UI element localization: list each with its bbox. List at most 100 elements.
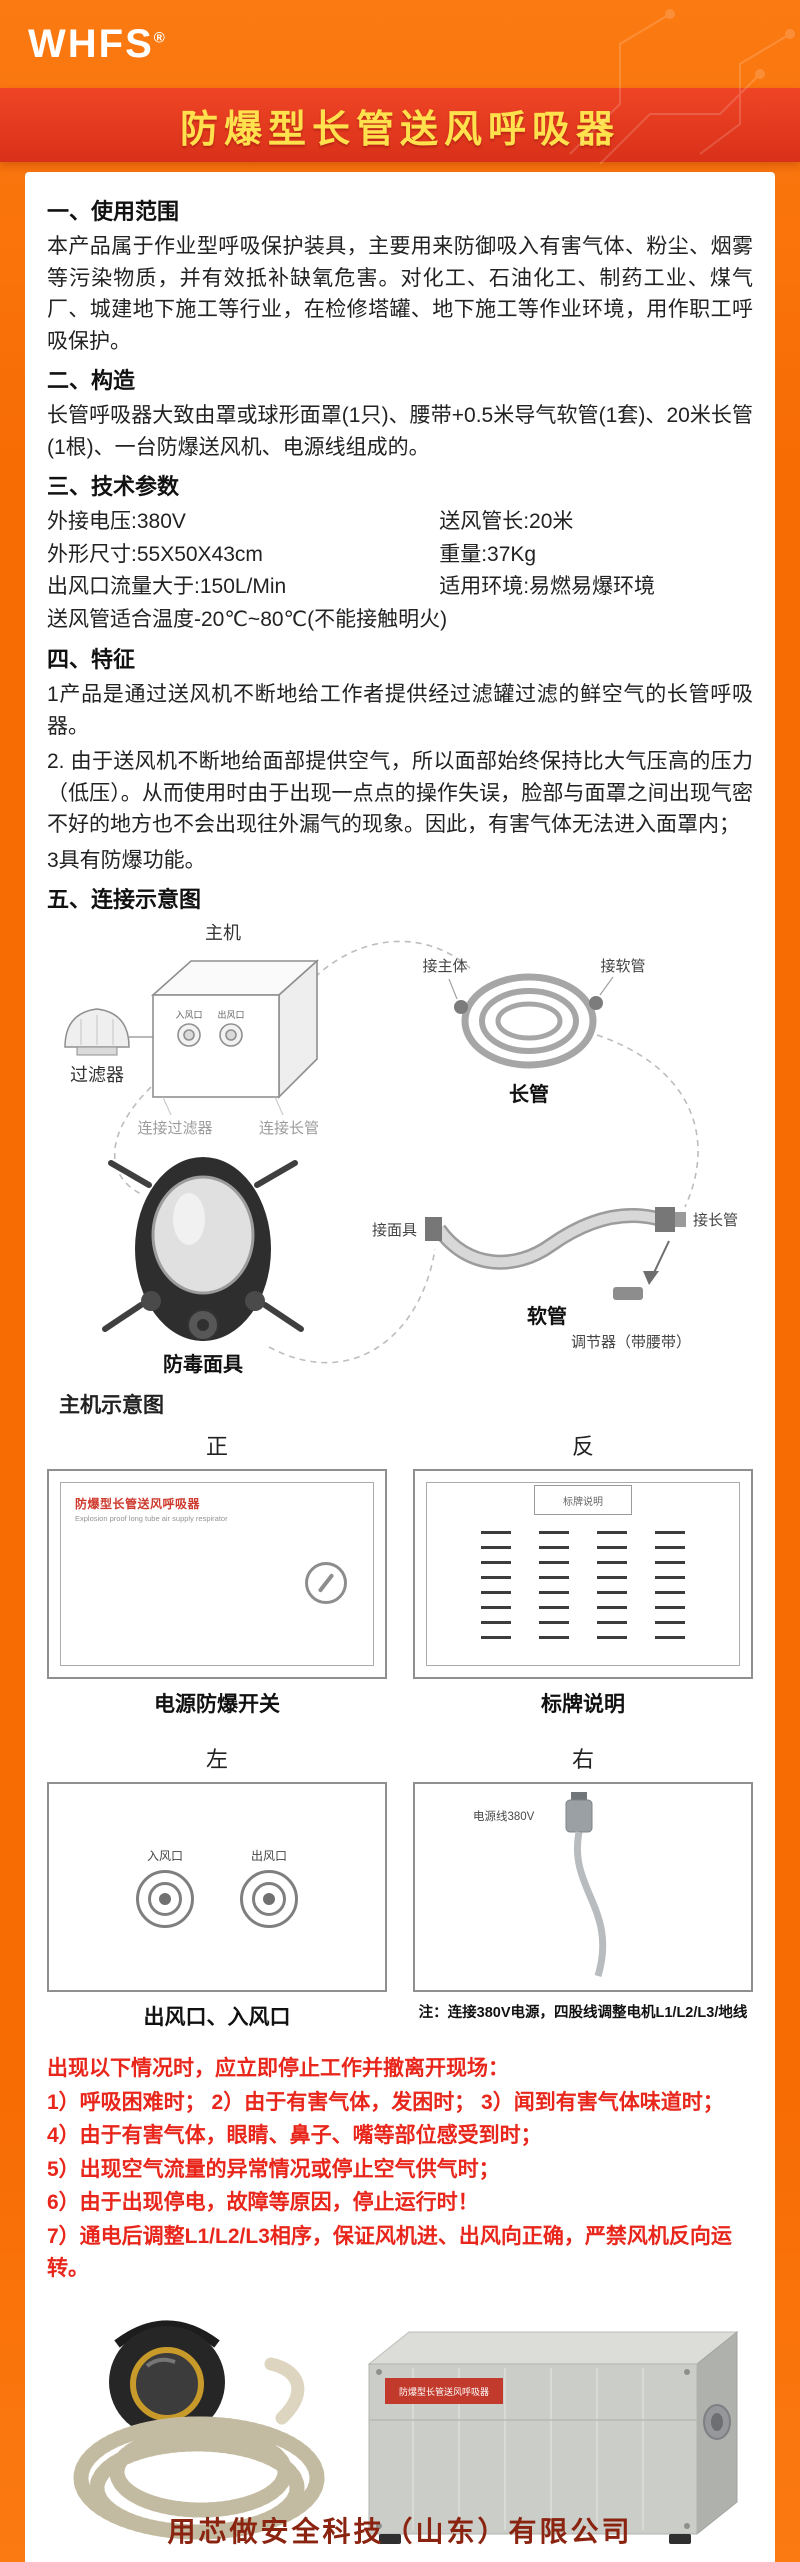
footer: 用芯做安全科技（山东）有限公司 bbox=[0, 2498, 800, 2562]
to-main-body-label: 接主体 bbox=[422, 958, 467, 975]
left-view: 左 入风口 出风口 出风口、入风口 bbox=[47, 1742, 387, 2031]
section-connection-heading: 五、连接示意图 bbox=[47, 887, 202, 913]
right-caption: 注：连接380V电源，四股线调整电机L1/L2/L3/地线 bbox=[418, 2005, 748, 2022]
section-structure-body: 长管呼吸器大致由罩或球形面罩(1只)、腰带+0.5米导气软管(1套)、20米长管… bbox=[47, 404, 753, 459]
unit-diagram-heading: 主机示意图 bbox=[59, 1394, 164, 1418]
back-caption: 标牌说明 bbox=[541, 1693, 625, 1717]
feature-item-2: 2. 由于送风机不断地给面部提供空气，所以面部始终保持比大气压高的压力（低压）。… bbox=[47, 750, 753, 837]
connect-long-tube-label: 连接长管 bbox=[259, 1120, 319, 1137]
header: WHFS® bbox=[0, 0, 800, 88]
company-name: 用芯做安全科技（山东）有限公司 bbox=[167, 2516, 633, 2547]
warning-item-5: 5）出现空气流量的异常情况或停止空气供气时； bbox=[47, 2157, 500, 2181]
outlet-port-label: 出风口 bbox=[250, 1848, 287, 1863]
long-tube-label: 长管 bbox=[509, 1082, 549, 1106]
brand-logo: WHFS® bbox=[28, 22, 167, 67]
warning-intro: 出现以下情况时，应立即停止工作并撤离开现场： bbox=[47, 2057, 509, 2081]
vent-column bbox=[481, 1531, 511, 1652]
front-panel-inner-border bbox=[60, 1482, 374, 1667]
outlet-port-group: 出风口 bbox=[240, 1847, 298, 1928]
dashed-connectors bbox=[113, 940, 699, 1364]
section-usage-heading: 一、使用范围 bbox=[47, 199, 180, 224]
warning-item-4: 4）由于有害气体，眼睛、鼻子、嘴等部位感受到时； bbox=[47, 2124, 542, 2148]
front-plate-en-text: Explosion proof long tube air supply res… bbox=[75, 1514, 228, 1524]
front-view-panel: 防爆型长管送风呼吸器 Explosion proof long tube air… bbox=[47, 1469, 387, 1680]
vent-column bbox=[597, 1531, 627, 1652]
front-plate-cn-text: 防爆型长管送风呼吸器 bbox=[75, 1497, 201, 1512]
section-params-heading: 三、技术参数 bbox=[47, 474, 180, 499]
main-unit-drawing bbox=[150, 959, 320, 1116]
filter-drawing bbox=[64, 1008, 153, 1056]
connect-filter-label: 连接过滤器 bbox=[137, 1120, 212, 1137]
hose-coil-photo bbox=[73, 2357, 325, 2540]
right-view-label: 右 bbox=[571, 1747, 594, 1773]
long-tube-drawing bbox=[448, 973, 614, 1069]
section-structure-heading: 二、构造 bbox=[47, 368, 136, 393]
unit-views-grid: 正 防爆型长管送风呼吸器 Explosion proof long tube a… bbox=[47, 1429, 753, 2031]
product-photo: 防爆型长管送风呼吸器 bbox=[73, 2320, 739, 2545]
front-plate: 防爆型长管送风呼吸器 Explosion proof long tube air… bbox=[75, 1495, 228, 1523]
vent-column bbox=[539, 1531, 569, 1652]
front-view-label: 正 bbox=[205, 1434, 228, 1460]
box-outlet-label: 出风口 bbox=[217, 1009, 244, 1020]
back-view-panel: 标牌说明 bbox=[413, 1469, 753, 1680]
explosion-proof-switch bbox=[305, 1561, 347, 1604]
air-ports: 入风口 出风口 bbox=[49, 1784, 385, 1990]
warning-item-1-3: 1）呼吸困难时； 2）由于有害气体，发困时； 3）闻到有害气体味道时； bbox=[47, 2090, 724, 2114]
blower-box-photo: 防爆型长管送风呼吸器 bbox=[367, 2330, 739, 2545]
content-card: 一、使用范围 本产品属于作业型呼吸保护装具，主要用来防御吸入有害气体、粉尘、烟雾… bbox=[25, 172, 775, 2562]
back-view-label: 反 bbox=[571, 1434, 594, 1460]
vent-column bbox=[655, 1531, 685, 1652]
tech-params-table: 外接电压:380V 送风管长:20米 外形尺寸:55X50X43cm 重量:37… bbox=[47, 506, 753, 636]
to-mask-label: 接面具 bbox=[372, 1222, 417, 1239]
filter-label: 过滤器 bbox=[70, 1065, 124, 1085]
connection-diagram: 过滤器 主机 入风口 出风口 连接过滤器 连接长管 bbox=[64, 923, 738, 1376]
param-tube-length: 送风管长:20米 bbox=[439, 510, 574, 533]
to-soft-tube-label: 接软管 bbox=[600, 958, 645, 975]
param-dimensions: 外形尺寸:55X50X43cm bbox=[47, 542, 263, 566]
title-banner: 防爆型长管送风呼吸器 bbox=[0, 88, 800, 162]
soft-tube-label: 软管 bbox=[527, 1304, 567, 1328]
param-temperature: 送风管适合温度-20℃~80℃(不能接触明火) bbox=[47, 607, 448, 631]
section-usage-body: 本产品属于作业型呼吸保护装具，主要用来防御吸入有害气体、粉尘、烟雾等污染物质，并… bbox=[47, 235, 753, 353]
warning-section: 出现以下情况时，应立即停止工作并撤离开现场： 1）呼吸困难时； 2）由于有害气体… bbox=[47, 2053, 753, 2286]
power-cord-label: 电源线380V bbox=[473, 1811, 535, 1824]
param-flow: 出风口流量大于:150L/Min bbox=[47, 575, 287, 599]
feature-item-3: 3具有防爆功能。 bbox=[47, 848, 206, 872]
left-view-label: 左 bbox=[205, 1747, 228, 1773]
mask-photo bbox=[109, 2320, 225, 2451]
soft-tube-drawing bbox=[425, 1207, 686, 1301]
front-caption: 电源防爆开关 bbox=[154, 1693, 280, 1717]
gas-mask-drawing bbox=[102, 1157, 304, 1342]
inlet-port bbox=[136, 1869, 194, 1928]
brand-name: WHFS bbox=[28, 21, 154, 66]
inlet-port-label: 入风口 bbox=[146, 1848, 183, 1863]
back-view: 反 标牌说明 标牌说明 bbox=[413, 1429, 753, 1718]
feature-item-1: 1产品是通过送风机不断地给工作者提供经过滤罐过滤的鲜空气的长管呼吸器。 bbox=[47, 683, 753, 738]
right-view: 右 电源线380V 注：连接380V电源，四股线调整电机L1/L2/L3/地线 bbox=[413, 1742, 753, 2031]
power-cord-drawing bbox=[565, 1792, 607, 1978]
to-long-tube-label: 接长管 bbox=[693, 1212, 738, 1229]
back-panel-inner-border bbox=[426, 1482, 740, 1667]
gas-mask-label: 防毒面具 bbox=[163, 1352, 243, 1376]
main-unit-label: 主机 bbox=[205, 923, 241, 943]
param-weight: 重量:37Kg bbox=[439, 542, 537, 566]
warning-item-7: 7）通电后调整L1/L2/L3相序，保证风机进、出风向正确，严禁风机反向运转。 bbox=[47, 2224, 732, 2281]
section-features-heading: 四、特征 bbox=[47, 647, 136, 673]
vent-slots bbox=[415, 1531, 751, 1652]
page-title: 防爆型长管送风呼吸器 bbox=[179, 108, 620, 151]
registered-mark: ® bbox=[153, 29, 167, 47]
switch-lever bbox=[317, 1572, 335, 1593]
box-inlet-label: 入风口 bbox=[175, 1010, 202, 1020]
param-voltage: 外接电压:380V bbox=[47, 510, 186, 533]
inlet-port-group: 入风口 bbox=[136, 1847, 194, 1928]
front-view: 正 防爆型长管送风呼吸器 Explosion proof long tube a… bbox=[47, 1429, 387, 1718]
param-environment: 适用环境:易燃易爆环境 bbox=[439, 575, 656, 599]
nameplate-box: 标牌说明 bbox=[534, 1485, 632, 1516]
regulator-label: 调节器（带腰带） bbox=[571, 1334, 691, 1351]
box-plate-text: 防爆型长管送风呼吸器 bbox=[399, 2386, 489, 2397]
left-view-panel: 入风口 出风口 bbox=[47, 1782, 387, 1993]
warning-item-6: 6）由于出现停电，故障等原因，停止运行时！ bbox=[47, 2191, 479, 2215]
outlet-port bbox=[240, 1869, 298, 1928]
right-view-panel: 电源线380V bbox=[413, 1782, 753, 1993]
